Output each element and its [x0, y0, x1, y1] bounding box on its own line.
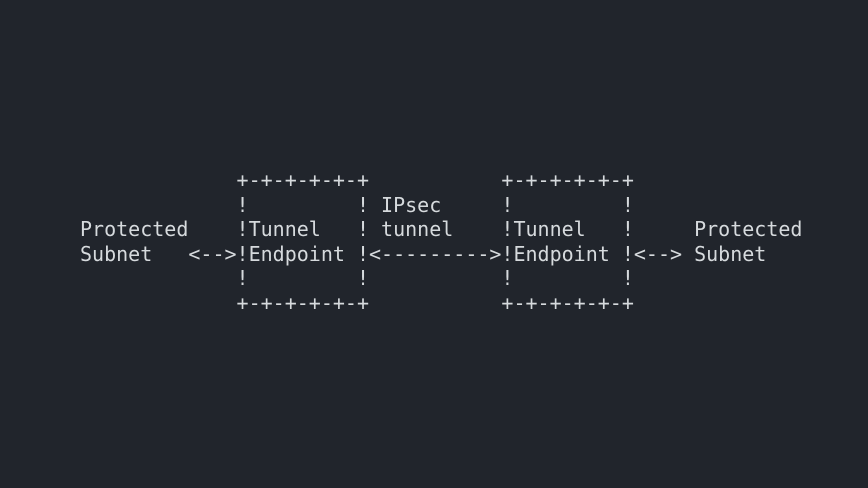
- ascii-line-top-borders: +-+-+-+-+-+ +-+-+-+-+-+: [80, 168, 634, 192]
- ascii-line-endpoints-arrows: Subnet <-->!Endpoint !<--------->!Endpoi…: [80, 241, 767, 266]
- ascii-line-tunnel-labels: Protected !Tunnel ! tunnel !Tunnel ! Pro…: [80, 217, 803, 242]
- ascii-line-bottom-borders: +-+-+-+-+-+ +-+-+-+-+-+: [80, 290, 634, 315]
- ascii-line-box-sides: ! ! ! !: [80, 266, 634, 291]
- ipsec-tunnel-ascii-diagram: +-+-+-+-+-+ +-+-+-+-+-+ ! ! IPsec ! ! Pr…: [80, 168, 802, 316]
- ascii-line-ipsec-label: ! ! IPsec ! !: [80, 192, 634, 217]
